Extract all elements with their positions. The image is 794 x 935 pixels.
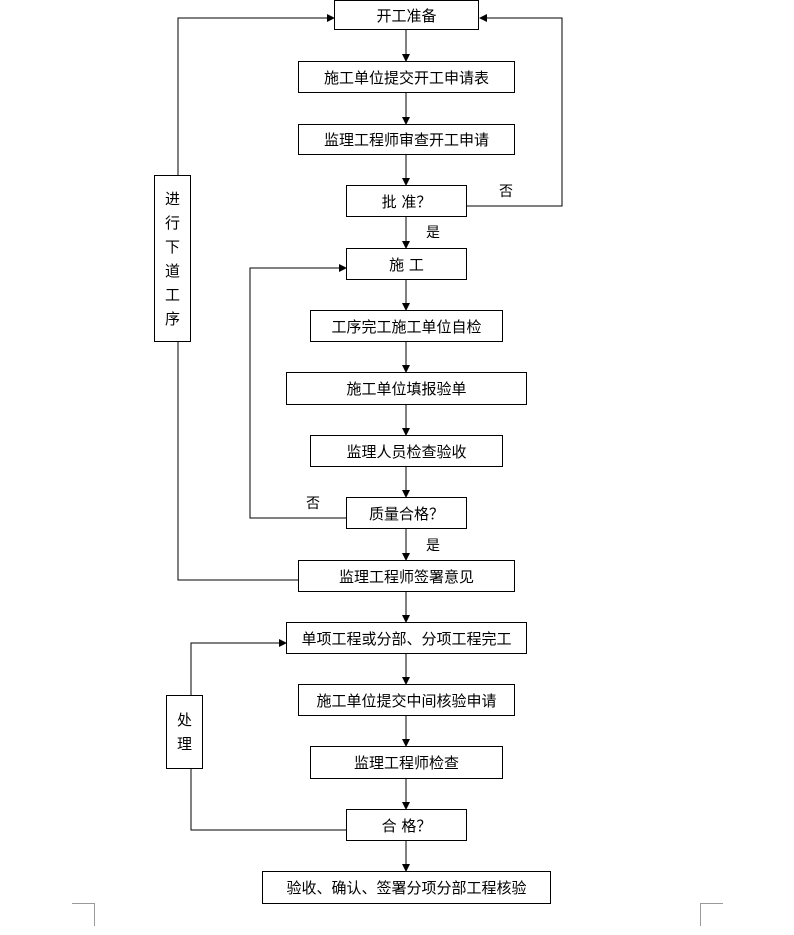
step-fill-form-label: 施工单位填报验单 bbox=[346, 380, 467, 398]
decision-approve: 批 准？ bbox=[346, 185, 467, 217]
step-start: 开工准备 bbox=[334, 0, 479, 30]
edge-label-approve-yes: 是 bbox=[426, 225, 440, 241]
decision-approve-label: 批 准？ bbox=[381, 192, 432, 211]
edge-label-quality-yes: 是 bbox=[426, 538, 440, 554]
edge-label-approve-no: 否 bbox=[499, 184, 513, 200]
step-fill-form: 施工单位填报验单 bbox=[286, 372, 527, 405]
step-item-completed: 单项工程或分部、分项工程完工 bbox=[286, 622, 527, 654]
step-review-application: 监理工程师审查开工申请 bbox=[298, 124, 515, 155]
loop-handle bbox=[190, 639, 346, 831]
side-box-handle: 处理 bbox=[166, 695, 203, 769]
step-engineer-check-label: 监理工程师检查 bbox=[353, 754, 459, 772]
decision-pass-label: 合 格？ bbox=[381, 816, 432, 835]
step-item-completed-label: 单项工程或分部、分项工程完工 bbox=[301, 629, 512, 648]
step-submit-application: 施工单位提交开工申请表 bbox=[298, 61, 515, 93]
step-engineer-sign: 监理工程师签署意见 bbox=[298, 560, 515, 592]
step-start-label: 开工准备 bbox=[376, 6, 437, 25]
step-final-acceptance: 验收、确认、签署分项分部工程核验 bbox=[262, 871, 551, 904]
side-box-next-process: 进行下道工序 bbox=[154, 175, 191, 342]
step-self-inspection: 工序完工施工单位自检 bbox=[310, 310, 503, 342]
page-corner-mark-right bbox=[700, 903, 723, 926]
side-box-handle-label: 处理 bbox=[176, 711, 192, 753]
step-supervisor-inspection-label: 监理人员检查验收 bbox=[346, 442, 467, 461]
decision-quality: 质量合格？ bbox=[346, 497, 467, 529]
step-submit-interim-label: 施工单位提交中间核验申请 bbox=[316, 691, 497, 710]
step-submit-interim: 施工单位提交中间核验申请 bbox=[298, 684, 515, 716]
step-review-application-label: 监理工程师审查开工申请 bbox=[323, 131, 489, 149]
step-construction: 施 工 bbox=[346, 248, 467, 280]
step-self-inspection-label: 工序完工施工单位自检 bbox=[331, 317, 482, 336]
step-submit-application-label: 施工单位提交开工申请表 bbox=[323, 68, 489, 87]
decision-quality-label: 质量合格？ bbox=[368, 504, 444, 523]
step-engineer-sign-label: 监理工程师签署意见 bbox=[338, 567, 474, 586]
edge-label-quality-no: 否 bbox=[306, 496, 320, 512]
page-corner-mark-left bbox=[72, 903, 95, 926]
loop-quality-no bbox=[249, 264, 347, 519]
side-box-next-process-label: 进行下道工序 bbox=[164, 189, 180, 328]
step-final-acceptance-label: 验收、确认、签署分项分部工程核验 bbox=[286, 879, 527, 897]
loop-approve-no bbox=[466, 14, 563, 207]
step-construction-label: 施 工 bbox=[389, 255, 424, 274]
step-supervisor-inspection: 监理人员检查验收 bbox=[310, 435, 503, 467]
decision-pass: 合 格？ bbox=[346, 809, 467, 841]
step-engineer-check: 监理工程师检查 bbox=[310, 746, 503, 779]
